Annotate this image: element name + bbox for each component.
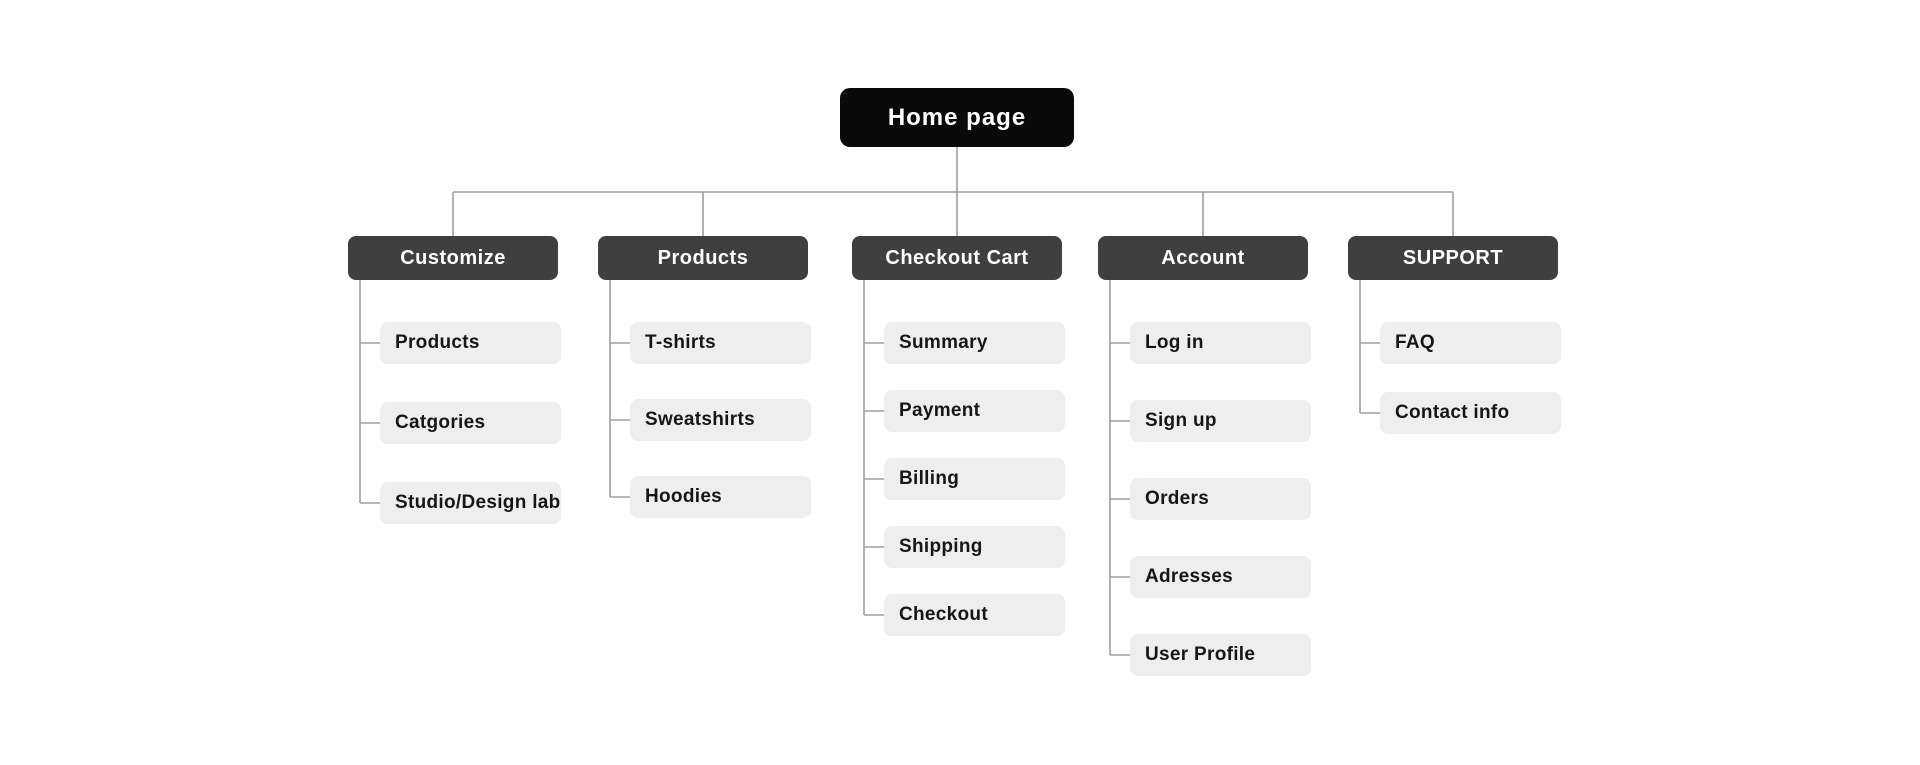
child-label: Shipping [899,536,983,557]
child-node[interactable]: Checkout [884,594,1065,636]
branch-header-account[interactable]: Account [1098,236,1308,280]
child-label: Orders [1145,488,1210,509]
child-label: Sweatshirts [645,409,755,430]
child-node[interactable]: Catgories [380,402,561,444]
child-label: Sign up [1145,410,1217,431]
branch-header-products[interactable]: Products [598,236,808,280]
child-node[interactable]: Contact info [1380,392,1561,434]
child-label: User Profile [1145,644,1256,665]
child-node[interactable]: User Profile [1130,634,1311,676]
branch-header-customize[interactable]: Customize [348,236,558,280]
child-label: Summary [899,332,988,353]
child-node[interactable]: Studio/Design lab [380,482,561,524]
branch-label: SUPPORT [1402,246,1504,269]
child-node[interactable]: Log in [1130,322,1311,364]
child-node[interactable]: Products [380,322,561,364]
child-node[interactable]: Billing [884,458,1065,500]
child-label: Log in [1145,332,1204,353]
child-node[interactable]: T-shirts [630,322,811,364]
child-label: FAQ [1395,332,1435,353]
child-label: Payment [899,400,981,421]
child-label: Studio/Design lab [395,492,561,513]
child-node[interactable]: Sign up [1130,400,1311,442]
child-node[interactable]: Sweatshirts [630,399,811,441]
child-node[interactable]: FAQ [1380,322,1561,364]
child-node[interactable]: Shipping [884,526,1065,568]
branch-header-support[interactable]: SUPPORT [1348,236,1558,280]
branch-header-checkout-cart[interactable]: Checkout Cart [852,236,1062,280]
branch-label: Products [657,246,749,269]
child-node[interactable]: Orders [1130,478,1311,520]
child-label: Billing [899,468,960,489]
child-node[interactable]: Summary [884,322,1065,364]
home-page-node[interactable]: Home page [840,88,1074,147]
child-node[interactable]: Payment [884,390,1065,432]
child-label: Adresses [1145,566,1233,587]
child-label: Hoodies [645,486,723,507]
child-label: T-shirts [645,332,717,353]
child-label: Checkout [899,604,988,625]
child-label: Contact info [1395,402,1510,423]
branch-label: Account [1161,246,1245,269]
child-label: Catgories [395,412,486,433]
branch-label: Customize [400,246,506,269]
child-label: Products [395,332,480,353]
home-page-label: Home page [887,103,1027,131]
child-node[interactable]: Hoodies [630,476,811,518]
child-node[interactable]: Adresses [1130,556,1311,598]
branch-label: Checkout Cart [885,246,1029,269]
